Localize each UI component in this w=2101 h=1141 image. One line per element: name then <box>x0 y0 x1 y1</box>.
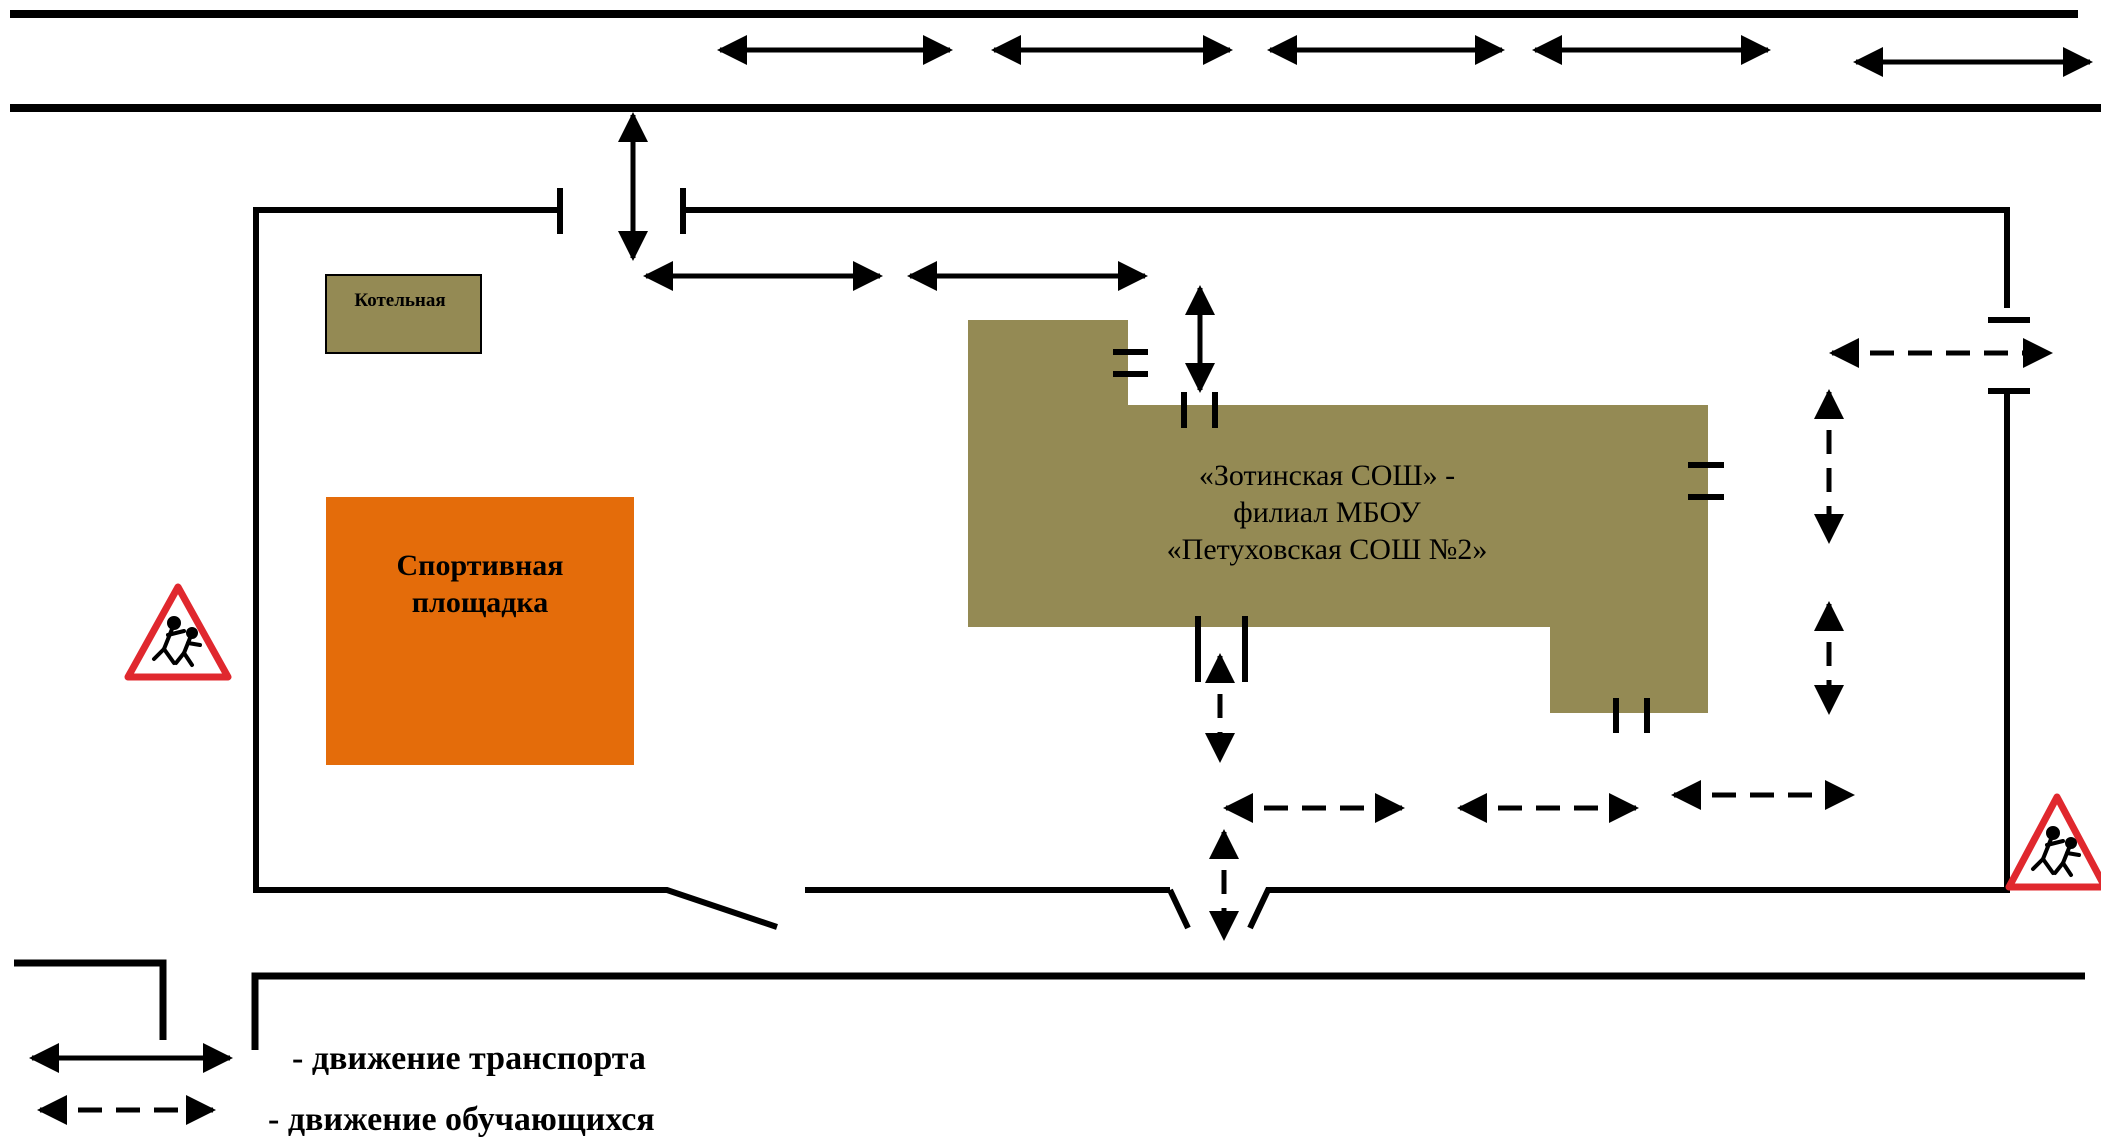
building-entrances <box>1113 349 1724 733</box>
sport-label-line2: площадка <box>412 586 548 619</box>
sport-label-line1: Спортивная <box>397 549 564 582</box>
transport-arrows <box>618 35 2093 393</box>
school-name-line1: «Зотинская СОШ» - <box>1199 459 1455 492</box>
school-building <box>968 320 1708 713</box>
legend: - движение транспорта - движение обучающ… <box>28 1040 655 1138</box>
boiler-label: Котельная <box>354 290 445 311</box>
top-road <box>10 10 2101 112</box>
student-arrows <box>1205 338 2053 941</box>
school-name-line3: «Петуховская СОШ №2» <box>1167 533 1488 566</box>
children-warning-sign-icon <box>124 583 232 681</box>
sport-ground <box>326 497 634 765</box>
boiler-house <box>325 274 482 354</box>
bottom-road <box>14 959 2085 1050</box>
children-warning-sign-icon <box>2005 793 2101 891</box>
legend-students-label: - движение обучающихся <box>268 1101 655 1138</box>
school-name-line2: филиал МБОУ <box>1233 496 1421 529</box>
legend-transport-label: - движение транспорта <box>292 1040 646 1077</box>
territory-fence <box>253 188 2030 930</box>
school-label: «Зотинская СОШ» - филиал МБОУ «Петуховск… <box>1167 459 1488 566</box>
